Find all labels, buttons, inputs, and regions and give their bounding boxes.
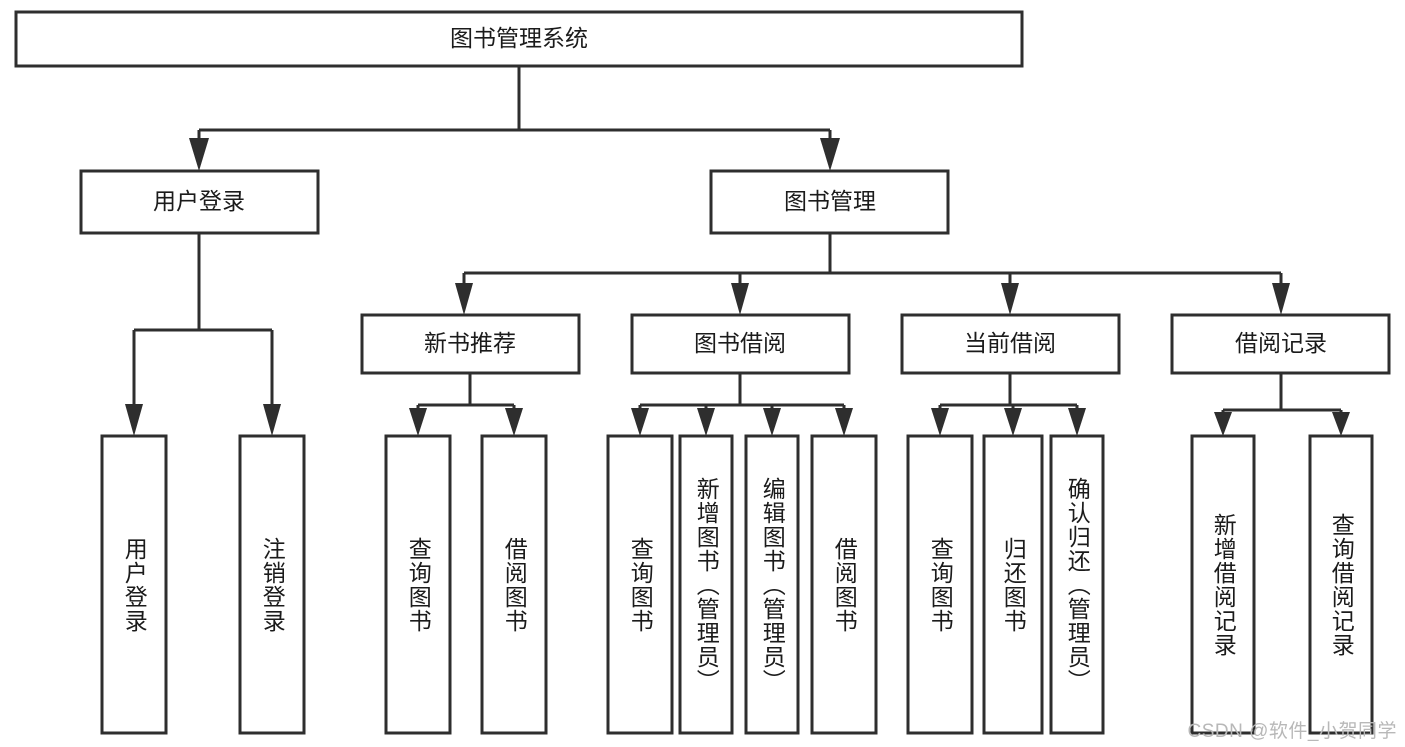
arrow-head-book-borrow (731, 283, 749, 315)
arrow-head-leaf-borrow-book-1 (505, 408, 523, 436)
connector-group-user-login (125, 233, 281, 436)
arrow-head-leaf-logout (263, 404, 281, 436)
arrow-head-leaf-query-record (1332, 412, 1350, 436)
node-current-borrow-rect[interactable] (900, 313, 1121, 375)
arrow-head-leaf-user-login (125, 404, 143, 436)
connector-group-current-borrow (931, 373, 1086, 436)
node-leaf-logout-rect[interactable] (238, 434, 306, 735)
node-leaf-add-book-rect[interactable] (678, 434, 734, 735)
node-book-manage-label: 图书管理 (784, 188, 876, 214)
node-root-label: 图书管理系统 (450, 25, 588, 51)
arrow-head-leaf-return-book (1004, 408, 1022, 436)
node-new-book-rec-rect[interactable] (360, 313, 581, 375)
node-leaf-edit-book-rect[interactable] (744, 434, 800, 735)
node-book-borrow[interactable]: 图书借阅 (630, 313, 851, 375)
node-book-manage[interactable]: 图书管理 (709, 169, 950, 235)
arrow-head-leaf-query-book-3 (931, 408, 949, 436)
node-root[interactable]: 图书管理系统 (14, 10, 1024, 68)
connector-group-book-manage (455, 233, 1290, 315)
node-root-rect[interactable] (14, 10, 1024, 68)
arrow-head-current-borrow (1001, 283, 1019, 315)
arrow-head-leaf-borrow-book-2 (835, 408, 853, 436)
connector-group-borrow-record (1214, 373, 1350, 436)
node-leaf-return-book-rect[interactable] (982, 434, 1044, 735)
node-book-manage-rect[interactable] (709, 169, 950, 235)
arrow-head-user-login (189, 138, 209, 171)
node-leaf-query-book-3-rect[interactable] (906, 434, 974, 735)
connector-group-new-book-rec (409, 373, 523, 436)
node-leaf-confirm-return-rect[interactable] (1049, 434, 1105, 735)
arrow-head-borrow-record (1272, 283, 1290, 315)
node-leaf-borrow-book-2-rect[interactable] (810, 434, 878, 735)
node-borrow-record[interactable]: 借阅记录 (1170, 313, 1391, 375)
node-current-borrow[interactable]: 当前借阅 (900, 313, 1121, 375)
node-book-borrow-rect[interactable] (630, 313, 851, 375)
connector-group-book-borrow (631, 373, 853, 436)
node-user-login-label: 用户登录 (153, 188, 245, 214)
node-leaf-add-record-rect[interactable] (1190, 434, 1256, 735)
node-book-borrow-label: 图书借阅 (694, 330, 786, 356)
node-borrow-record-rect[interactable] (1170, 313, 1391, 375)
watermark-text: CSDN @软件_小贺同学 (1187, 721, 1397, 742)
connector-group-root (189, 66, 840, 171)
node-leaf-borrow-book-1-rect[interactable] (480, 434, 548, 735)
arrow-head-leaf-edit-book (763, 408, 781, 436)
arrow-head-leaf-confirm-return (1068, 408, 1086, 436)
node-new-book-rec[interactable]: 新书推荐 (360, 313, 581, 375)
node-user-login[interactable]: 用户登录 (79, 169, 320, 235)
node-new-book-rec-label: 新书推荐 (424, 330, 516, 356)
node-current-borrow-label: 当前借阅 (964, 330, 1056, 356)
node-user-login-rect[interactable] (79, 169, 320, 235)
arrow-head-leaf-add-record (1214, 412, 1232, 436)
arrow-head-leaf-query-book-1 (409, 408, 427, 436)
node-leaf-query-book-2-rect[interactable] (606, 434, 674, 735)
node-leaf-query-record-rect[interactable] (1308, 434, 1374, 735)
arrow-head-new-book-rec (455, 283, 473, 315)
arrow-head-leaf-add-book (697, 408, 715, 436)
leaf-box-group (100, 434, 1374, 735)
arrow-head-book-manage (820, 138, 840, 171)
node-leaf-user-login-rect[interactable] (100, 434, 168, 735)
node-borrow-record-label: 借阅记录 (1235, 330, 1327, 356)
arrow-head-leaf-query-book-2 (631, 408, 649, 436)
node-leaf-query-book-1-rect[interactable] (384, 434, 452, 735)
